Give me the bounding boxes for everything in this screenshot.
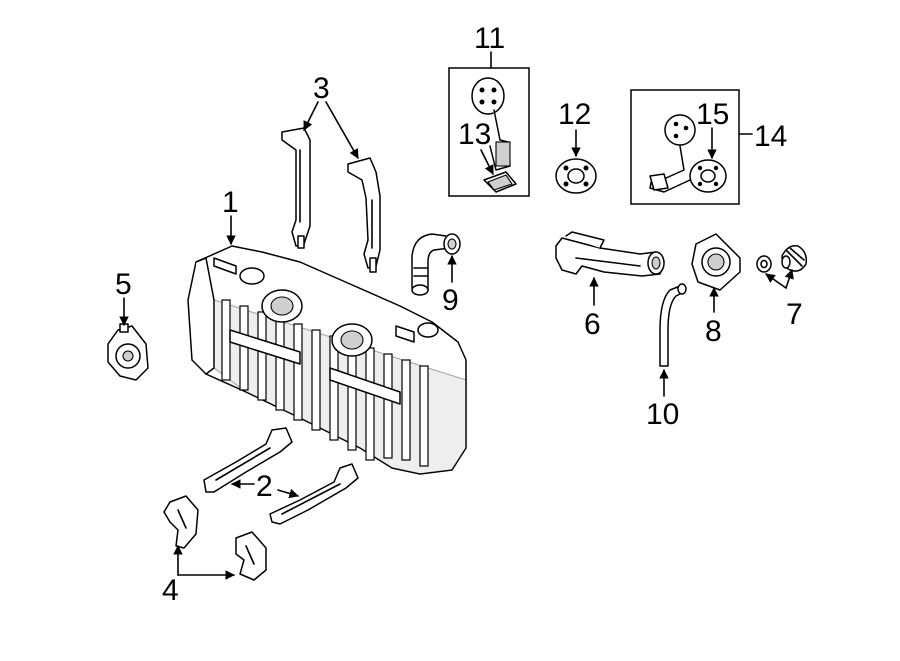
tank-strap-lower-left[interactable] xyxy=(203,427,293,493)
sender-lock-ring[interactable] xyxy=(689,159,727,193)
fuel-cap[interactable] xyxy=(781,244,808,272)
fuel-gauge-sender[interactable] xyxy=(649,114,696,193)
fuel-sender-plate[interactable] xyxy=(107,323,149,381)
filler-housing[interactable] xyxy=(691,233,741,291)
lock-ring[interactable] xyxy=(555,158,597,194)
fuel-pump-assembly[interactable] xyxy=(471,77,511,171)
callout-15: 15 xyxy=(696,98,729,131)
bracket-right[interactable] xyxy=(235,531,267,581)
callout-8: 8 xyxy=(705,315,722,348)
callout-9: 9 xyxy=(442,284,459,317)
callout-6: 6 xyxy=(584,308,601,341)
tank-strap-upper-left[interactable] xyxy=(281,127,311,249)
callout-5: 5 xyxy=(115,268,132,301)
callout-3: 3 xyxy=(313,72,330,105)
filler-neck[interactable] xyxy=(555,231,665,277)
fuel-cap-gasket[interactable] xyxy=(756,255,772,273)
callout-11: 11 xyxy=(474,22,505,55)
callout-12: 12 xyxy=(558,98,591,131)
pump-strainer[interactable] xyxy=(483,171,517,193)
leader-lines xyxy=(119,51,794,580)
callout-14: 14 xyxy=(754,120,787,153)
bracket-left[interactable] xyxy=(163,495,199,549)
callout-4: 4 xyxy=(162,574,179,607)
sender-assembly-box xyxy=(630,89,740,205)
callout-1: 1 xyxy=(222,186,239,219)
pump-assembly-box xyxy=(448,67,530,197)
callout-13: 13 xyxy=(458,118,491,151)
fuel-tank-part[interactable] xyxy=(187,245,467,475)
callout-7: 7 xyxy=(786,298,803,331)
tank-strap-lower-right[interactable] xyxy=(269,463,359,525)
callout-2: 2 xyxy=(256,470,273,503)
vent-elbow-hose[interactable] xyxy=(411,233,461,296)
tank-strap-upper-right[interactable] xyxy=(347,157,381,273)
vent-hose[interactable] xyxy=(659,283,687,367)
callout-10: 10 xyxy=(646,398,679,431)
